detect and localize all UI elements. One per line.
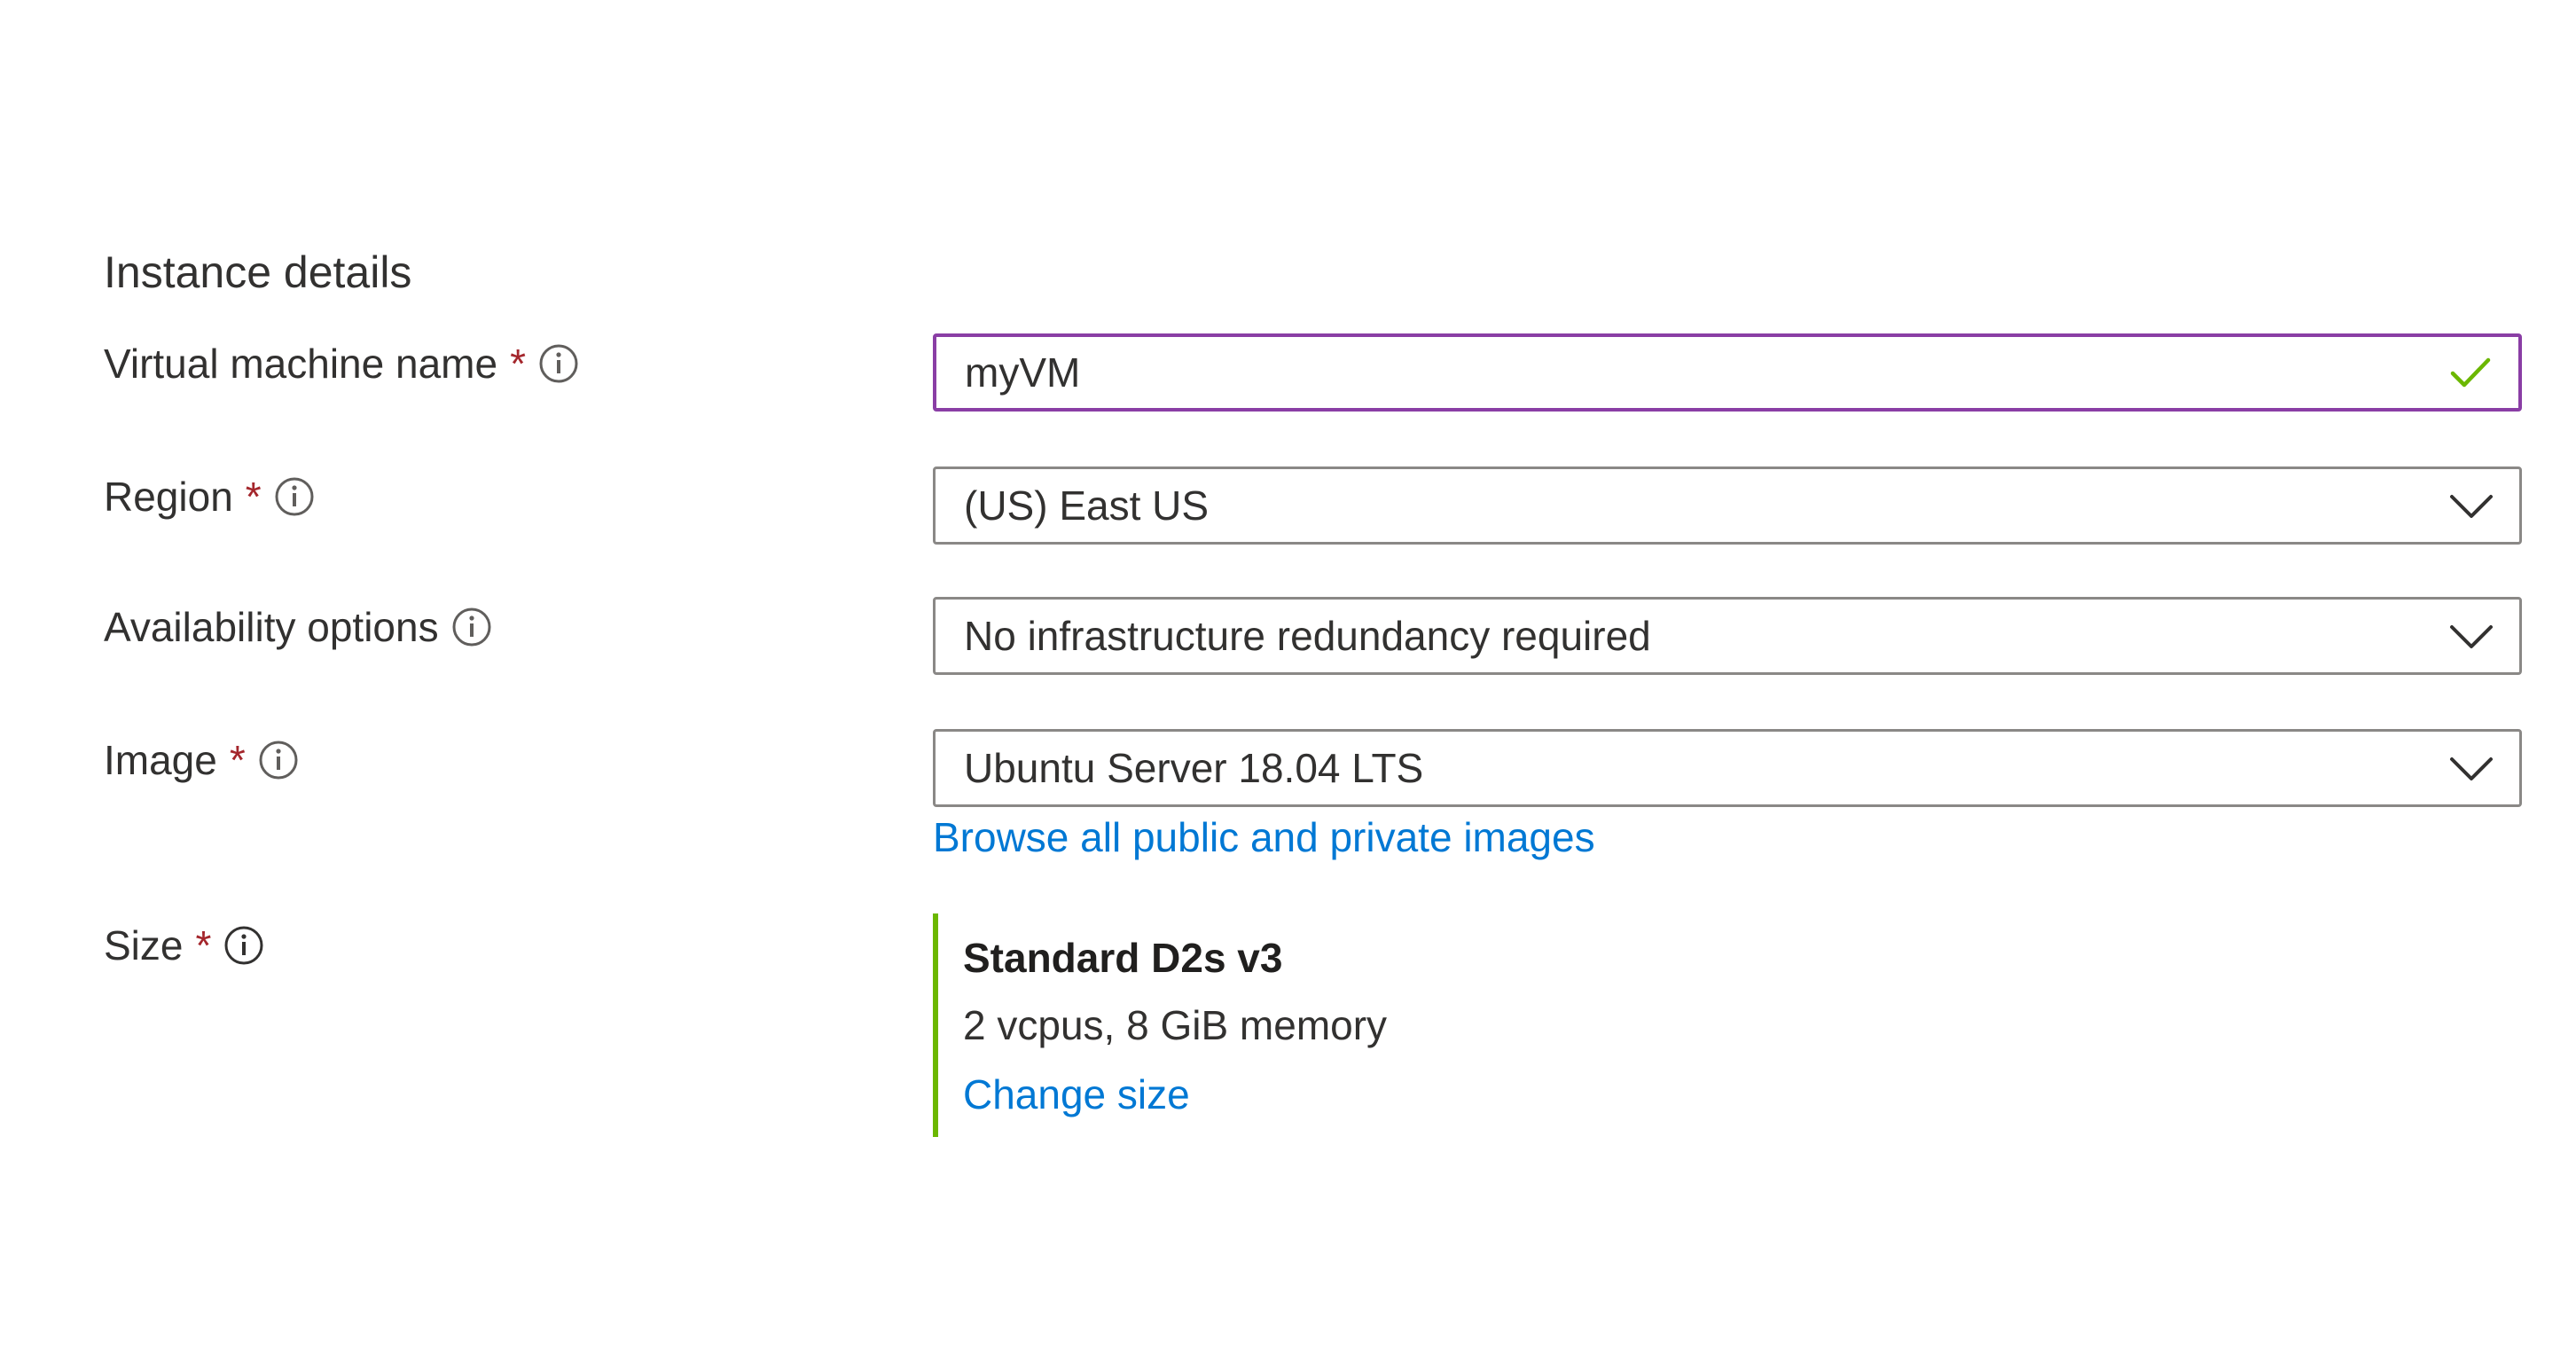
required-asterisk: *: [510, 341, 526, 387]
chevron-down-icon: [2448, 613, 2494, 659]
size-label: Size: [104, 922, 184, 968]
info-icon[interactable]: [258, 740, 299, 780]
chevron-down-icon: [2448, 482, 2494, 529]
section-title: Instance details: [104, 247, 412, 297]
size-summary: Standard D2s v3 2 vcpus, 8 GiB memory Ch…: [933, 913, 1387, 1137]
image-dropdown-value: Ubuntu Server 18.04 LTS: [964, 745, 1424, 791]
region-label-row: Region *: [104, 468, 315, 525]
info-icon[interactable]: [274, 476, 315, 517]
required-asterisk: *: [195, 922, 212, 968]
checkmark-icon: [2447, 349, 2494, 396]
info-icon[interactable]: [223, 925, 264, 966]
vm-name-input[interactable]: [933, 333, 2522, 412]
required-asterisk: *: [245, 474, 262, 520]
required-asterisk: *: [229, 737, 246, 783]
availability-dropdown[interactable]: No infrastructure redundancy required: [933, 597, 2522, 675]
availability-label-row: Availability options: [104, 599, 492, 655]
chevron-down-icon: [2448, 745, 2494, 791]
vm-name-label-row: Virtual machine name *: [104, 335, 579, 392]
browse-images-link[interactable]: Browse all public and private images: [933, 814, 1595, 860]
availability-label: Availability options: [104, 604, 439, 650]
image-label-row: Image *: [104, 732, 299, 788]
size-label-row: Size *: [104, 917, 264, 974]
vm-name-label: Virtual machine name: [104, 341, 498, 387]
region-dropdown-value: (US) East US: [964, 482, 1210, 529]
size-name: Standard D2s v3: [963, 935, 1283, 981]
vm-name-input-text[interactable]: [965, 349, 2447, 396]
region-dropdown[interactable]: (US) East US: [933, 466, 2522, 545]
image-dropdown[interactable]: Ubuntu Server 18.04 LTS: [933, 729, 2522, 807]
size-description: 2 vcpus, 8 GiB memory: [963, 1002, 1388, 1048]
region-label: Region: [104, 474, 233, 520]
availability-dropdown-value: No infrastructure redundancy required: [964, 613, 1651, 659]
info-icon[interactable]: [451, 607, 492, 647]
info-icon[interactable]: [538, 343, 579, 384]
change-size-link[interactable]: Change size: [963, 1071, 1190, 1117]
image-label: Image: [104, 737, 217, 783]
